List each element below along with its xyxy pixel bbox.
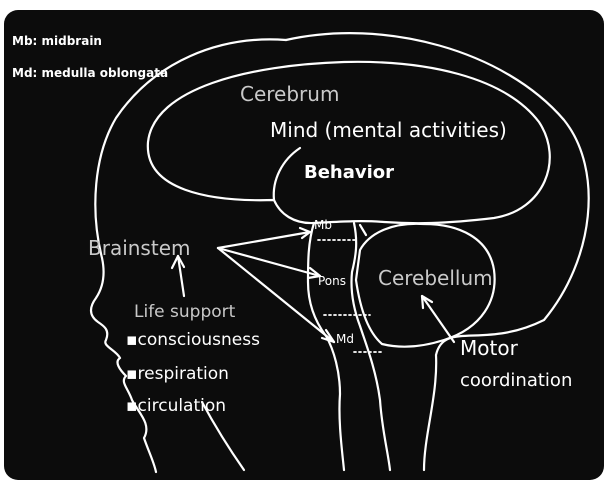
label-cerebellum: Cerebellum [378, 266, 493, 290]
item-circulation: ▪circulation [126, 396, 226, 416]
label-motor: Motor [460, 336, 518, 360]
arrow-brainstem-mb [218, 232, 310, 248]
item-consciousness-text: consciousness [138, 330, 260, 350]
label-cerebrum: Cerebrum [240, 82, 339, 106]
brainstem-back [351, 223, 390, 470]
item-circulation-text: circulation [138, 396, 227, 416]
arrow-brainstem-md [218, 248, 334, 342]
note-medulla-oblongata: Md: medulla oblongata [12, 66, 168, 80]
arrow-brainstem-pons [218, 248, 320, 276]
label-life-support: Life support [134, 302, 235, 322]
label-coordination: coordination [460, 370, 572, 391]
diagram-canvas: Mb: midbrain Md: medulla oblongata Cereb… [4, 10, 604, 480]
arrow-motor-to-cerebellum [422, 296, 454, 342]
item-consciousness: ▪consciousness [126, 330, 260, 350]
brainstem-front [308, 223, 344, 470]
cerebrum-outline [148, 62, 550, 223]
central-sulcus [274, 148, 300, 200]
tentorium-line [360, 225, 366, 235]
note-midbrain: Mb: midbrain [12, 34, 102, 48]
label-brainstem: Brainstem [88, 236, 190, 260]
label-md: Md [336, 332, 354, 346]
label-mind: Mind (mental activities) [270, 118, 507, 142]
label-mb: Mb [314, 218, 332, 232]
label-pons: Pons [318, 274, 346, 288]
item-respiration-text: respiration [138, 364, 229, 384]
label-behavior: Behavior [304, 162, 394, 183]
item-respiration: ▪respiration [126, 364, 229, 384]
